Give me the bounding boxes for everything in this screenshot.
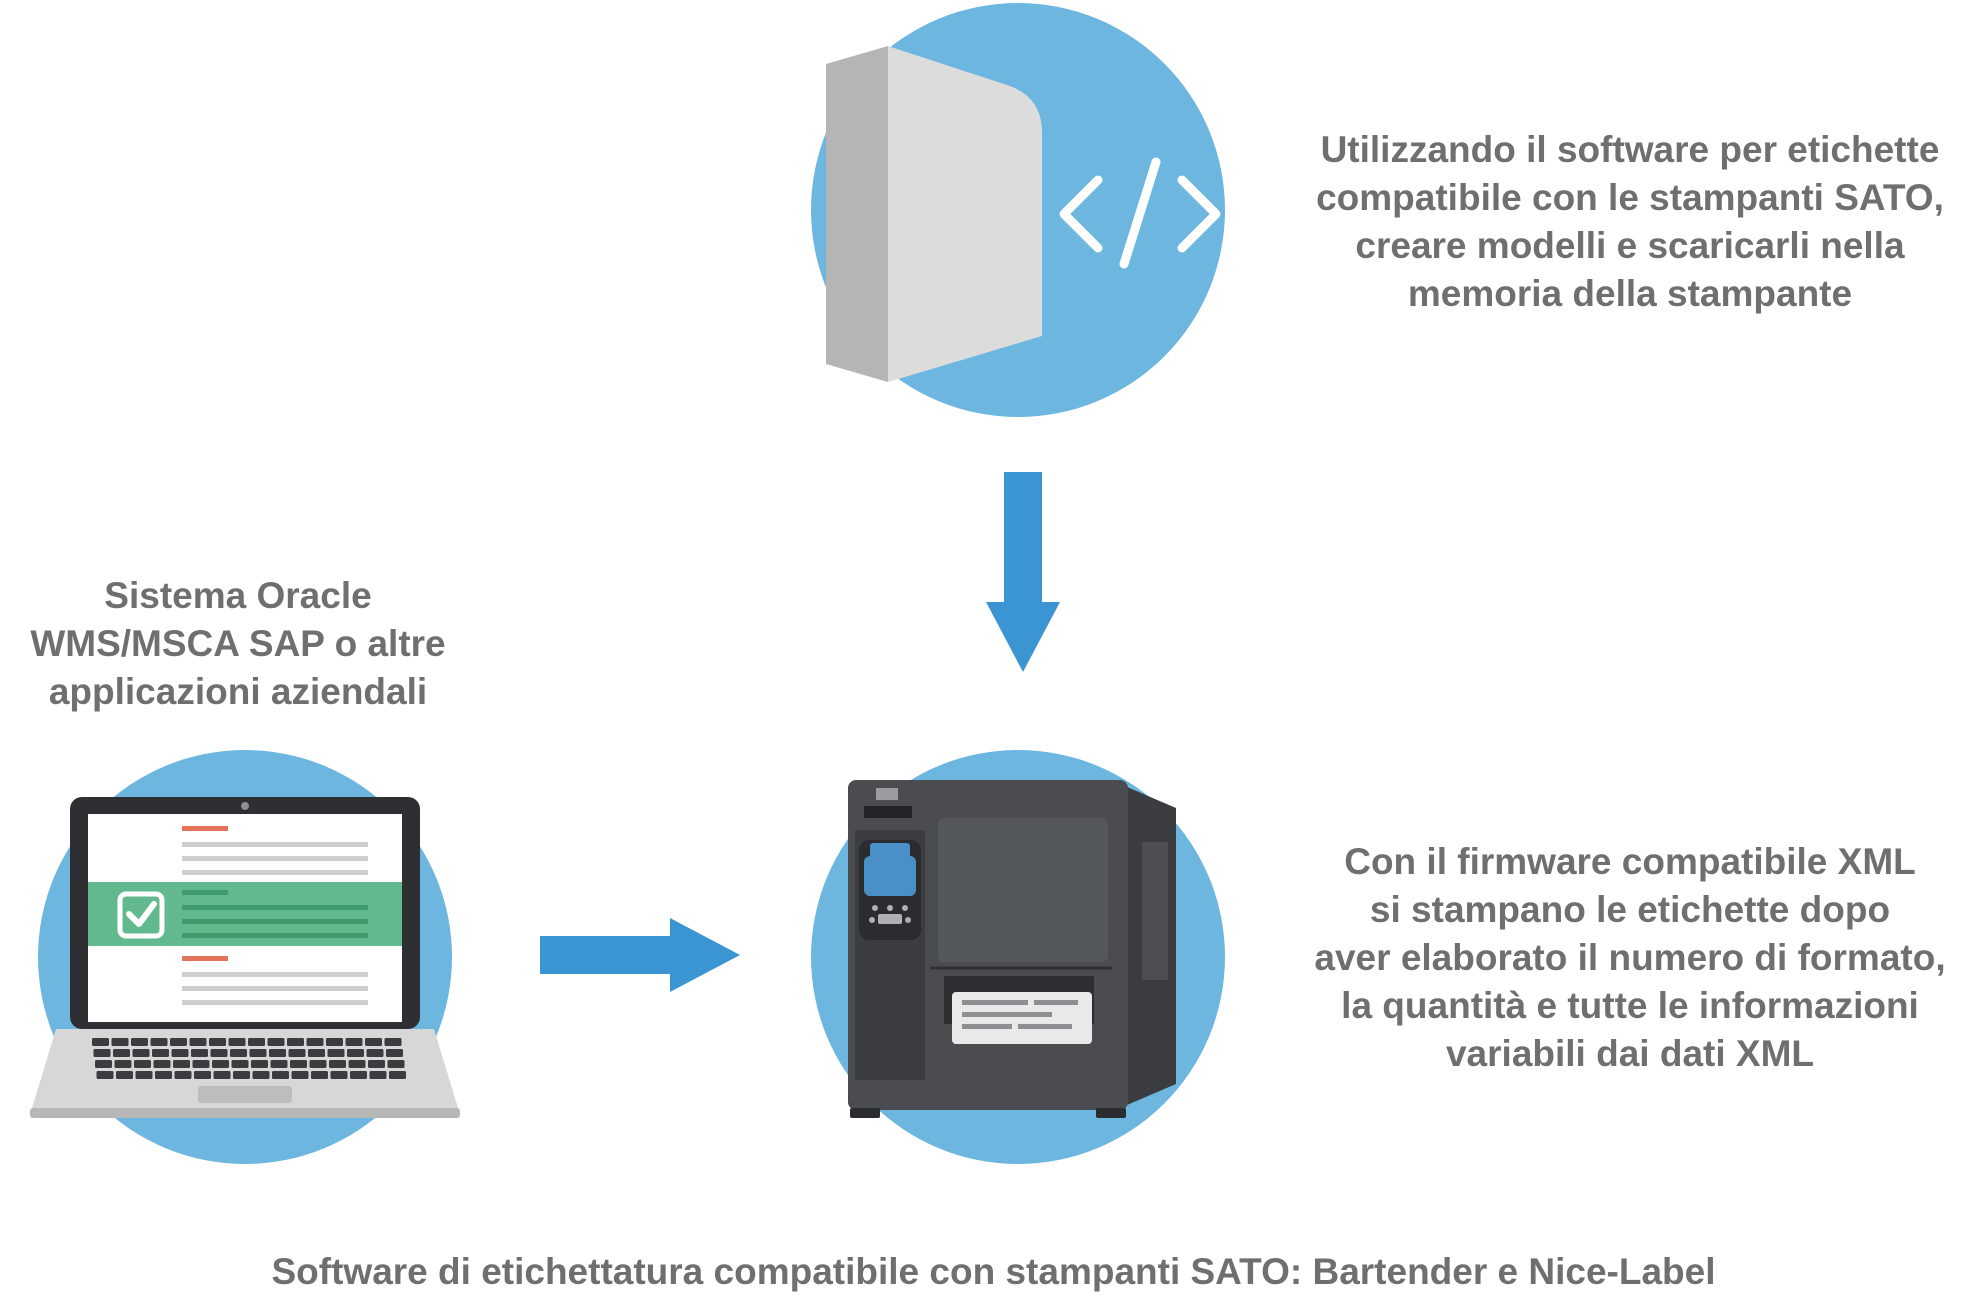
label-printer-icon — [848, 780, 1176, 1118]
keyboard-key — [153, 1060, 171, 1068]
keyboard-key — [170, 1038, 187, 1046]
keyboard-key — [306, 1038, 324, 1046]
printer-node — [811, 750, 1225, 1164]
printed-label — [952, 992, 1092, 1044]
keyboard-key — [210, 1049, 228, 1057]
keyboard-key — [330, 1071, 348, 1079]
keyboard-key — [291, 1071, 309, 1079]
keyboard-key — [212, 1060, 229, 1068]
keyboard-key — [230, 1049, 247, 1057]
keyboard-key — [173, 1060, 190, 1068]
keyboard-key — [369, 1071, 387, 1079]
keyboard-key — [213, 1071, 231, 1079]
keyboard-key — [228, 1038, 246, 1046]
keyboard-key — [248, 1038, 265, 1046]
keyboard-key — [95, 1060, 112, 1068]
checkbox-icon — [117, 891, 165, 939]
keyboard-key — [132, 1049, 150, 1057]
keyboard-key — [209, 1038, 226, 1046]
keyboard-key — [191, 1049, 208, 1057]
keyboard-key — [251, 1060, 268, 1068]
keyboard-key — [290, 1060, 307, 1068]
keyboard-key — [329, 1060, 346, 1068]
keyboard-key — [387, 1060, 405, 1068]
keyboard-key — [365, 1038, 382, 1046]
keyboard-key — [270, 1060, 288, 1068]
keyboard-key — [347, 1049, 364, 1057]
keyboard-key — [287, 1038, 304, 1046]
code-brackets-icon — [1059, 157, 1221, 269]
keyboard-key — [272, 1071, 289, 1079]
keyboard-key — [384, 1038, 402, 1046]
erp-system-label: Sistema Oracle WMS/MSCA SAP o altre appl… — [30, 575, 446, 712]
arrow-down — [986, 472, 1060, 672]
keyboard-key — [309, 1060, 327, 1068]
laptop-keyboard — [92, 1038, 406, 1079]
laptop-icon — [30, 797, 460, 1118]
keyboard-key — [252, 1071, 270, 1079]
keyboard-key — [350, 1071, 367, 1079]
keyboard-key — [152, 1049, 169, 1057]
keyboard-key — [249, 1049, 267, 1057]
laptop-node — [30, 750, 460, 1164]
keyboard-key — [174, 1071, 192, 1079]
software-node — [811, 3, 1225, 417]
software-box-icon — [826, 46, 1042, 382]
keyboard-key — [327, 1049, 345, 1057]
keyboard-key — [116, 1071, 133, 1079]
keyboard-key — [389, 1071, 406, 1079]
keyboard-key — [96, 1071, 114, 1079]
keyboard-key — [194, 1071, 211, 1079]
keyboard-key — [135, 1071, 153, 1079]
keyboard-key — [233, 1071, 250, 1079]
keyboard-key — [131, 1038, 148, 1046]
keyboard-key — [113, 1049, 130, 1057]
keyboard-key — [386, 1049, 403, 1057]
firmware-description: Con il firmware compatibile XML si stamp… — [1314, 841, 1946, 1074]
keyboard-key — [269, 1049, 286, 1057]
keyboard-key — [92, 1038, 109, 1046]
keyboard-key — [326, 1038, 343, 1046]
keyboard-key — [345, 1038, 363, 1046]
keyboard-key — [231, 1060, 249, 1068]
keyboard-key — [114, 1060, 132, 1068]
keyboard-key — [192, 1060, 210, 1068]
footer-caption: Software di etichettatura compatibile co… — [271, 1251, 1716, 1292]
software-description: Utilizzando il software per etichette co… — [1316, 129, 1944, 314]
keyboard-key — [366, 1049, 384, 1057]
keyboard-key — [134, 1060, 151, 1068]
keyboard-key — [189, 1038, 207, 1046]
keyboard-key — [311, 1071, 328, 1079]
keyboard-key — [308, 1049, 325, 1057]
keyboard-key — [171, 1049, 189, 1057]
keyboard-key — [93, 1049, 111, 1057]
keyboard-key — [348, 1060, 366, 1068]
keyboard-key — [111, 1038, 129, 1046]
keyboard-key — [155, 1071, 172, 1079]
keyboard-key — [368, 1060, 385, 1068]
arrow-right — [540, 918, 740, 992]
keyboard-key — [267, 1038, 285, 1046]
keyboard-key — [288, 1049, 306, 1057]
keyboard-key — [150, 1038, 168, 1046]
